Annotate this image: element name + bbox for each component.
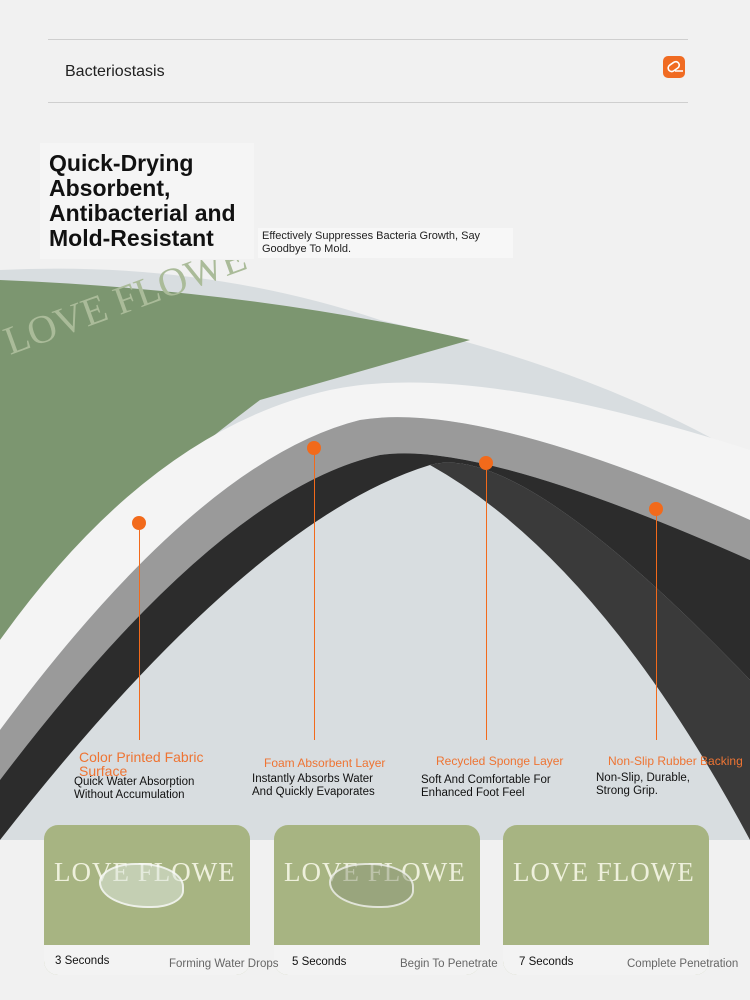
- capsule-icon: [663, 56, 685, 78]
- stage-desc-3: Complete Penetration: [627, 958, 739, 970]
- divider-bottom: [48, 102, 688, 103]
- layer-title-2: Foam Absorbent Layer: [264, 756, 386, 770]
- stage-card-3: LOVE FLOWE: [503, 825, 709, 975]
- water-drop: [99, 863, 184, 908]
- leader-line-1: [139, 530, 140, 740]
- leader-line-2: [314, 455, 315, 740]
- leader-line-4: [656, 516, 657, 740]
- mat-layers-illustration: LOVE FLOWE: [0, 260, 750, 840]
- divider-top: [48, 39, 688, 40]
- stage-card-2: LOVE FLOWE: [274, 825, 480, 975]
- stage-time-2: 5 Seconds: [292, 956, 347, 968]
- layer-desc-1: Quick Water Absorption Without Accumulat…: [74, 776, 195, 801]
- stage-time-3: 7 Seconds: [519, 956, 574, 968]
- layer-marker-3: [479, 456, 493, 470]
- leader-line-3: [486, 470, 487, 740]
- layer-marker-4: [649, 502, 663, 516]
- layer-desc-4: Non-Slip, Durable, Strong Grip.: [596, 772, 690, 797]
- layer-title-3: Recycled Sponge Layer: [436, 754, 564, 768]
- stage-card-1: LOVE FLOWE: [44, 825, 250, 975]
- layer-marker-1: [132, 516, 146, 530]
- layer-desc-2: Instantly Absorbs Water And Quickly Evap…: [252, 773, 375, 798]
- water-drop: [329, 863, 414, 908]
- subheadline: Effectively Suppresses Bacteria Growth, …: [258, 228, 513, 258]
- layer-title-1: Color Printed Fabric Surface: [79, 749, 204, 779]
- layer-marker-2: [307, 441, 321, 455]
- layer-title-4: Non-Slip Rubber Backing: [608, 754, 743, 768]
- headline: Quick-Drying Absorbent, Antibacterial an…: [40, 143, 254, 259]
- stage-desc-1: Forming Water Drops: [169, 958, 279, 970]
- stage-time-1: 3 Seconds: [55, 955, 110, 967]
- feature-label: Bacteriostasis: [65, 63, 165, 80]
- stage-desc-2: Begin To Penetrate: [400, 958, 498, 970]
- layer-desc-3: Soft And Comfortable For Enhanced Foot F…: [421, 774, 551, 799]
- mat-print-text: LOVE FLOWE: [513, 857, 695, 887]
